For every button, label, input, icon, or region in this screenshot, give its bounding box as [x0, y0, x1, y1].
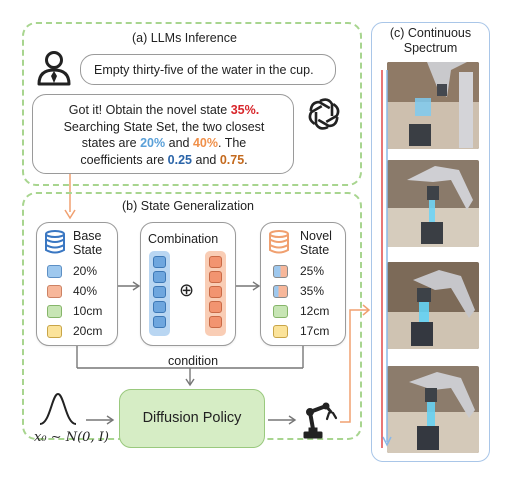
condition-connector — [76, 346, 304, 387]
novel-item: 17cm — [300, 324, 330, 338]
coefficient-a: 0.25 — [167, 152, 193, 167]
plus-operator: ⊕ — [179, 280, 195, 300]
robot-to-spectrum-arrow — [340, 304, 371, 423]
blue-vector-cell — [153, 286, 166, 298]
base-to-combination-arrow — [118, 281, 141, 291]
novel-chip-green — [273, 305, 288, 318]
llm-reply-text: Got it! Obtain the novel state 35%. Sear… — [63, 103, 265, 167]
database-icon — [269, 230, 289, 254]
base-item: 40% — [73, 284, 98, 298]
spectrum-arrow-blue — [382, 70, 392, 447]
llm-reply-bubble: Got it! Obtain the novel state 35%. Sear… — [32, 94, 294, 174]
novel-item: 35% — [300, 284, 325, 298]
gaussian-curve-icon — [39, 392, 77, 425]
state-b-percent: 40% — [192, 136, 218, 150]
combination-to-novel-arrow — [236, 281, 261, 291]
panel-c-title: (c) Continuous Spectrum — [389, 26, 472, 55]
condition-label: condition — [168, 354, 219, 368]
diffusion-policy-block — [119, 389, 265, 448]
base-chip-blue — [47, 265, 62, 278]
blue-vector-cell — [153, 256, 166, 268]
openai-logo-icon — [308, 98, 340, 130]
orange-vector-cell — [209, 256, 222, 268]
novel-chip-mixed — [273, 285, 288, 298]
blue-vector-cell — [153, 316, 166, 328]
panel-b-title: (b) State Generalization — [122, 199, 255, 213]
diffusion-to-robot-arrow — [268, 415, 297, 425]
panel-llm-inference — [22, 22, 362, 186]
database-icon — [45, 230, 65, 254]
novel-state-title: Novel State — [300, 229, 332, 257]
blue-vector-cell — [153, 271, 166, 283]
novel-item: 12cm — [300, 304, 330, 318]
diffusion-policy-label: Diffusion Policy — [142, 410, 242, 426]
robot-photo-2 — [387, 160, 479, 247]
base-state-title: Base State — [73, 229, 103, 257]
base-chip-orange — [47, 285, 62, 298]
spectrum-arrow-red — [381, 70, 383, 448]
robot-photo-1 — [387, 62, 479, 149]
novel-chip-yellow — [273, 325, 288, 338]
panel-a-title: (a) LLMs Inference — [132, 31, 237, 45]
noise-formula: x₀ ∼ N(0, I) — [34, 430, 109, 445]
base-item: 10cm — [73, 304, 103, 318]
combination-title: Combination — [148, 232, 219, 246]
user-icon — [37, 51, 71, 86]
orange-vector-cell — [209, 271, 222, 283]
novel-item: 25% — [300, 264, 325, 278]
orange-vector-cell — [209, 301, 222, 313]
robot-photo-3 — [387, 262, 479, 349]
user-message-text: Empty thirty-five of the water in the cu… — [94, 63, 314, 77]
base-item: 20cm — [73, 324, 103, 338]
novel-chip-mixed — [273, 265, 288, 278]
orange-vector-cell — [209, 316, 222, 328]
base-chip-yellow — [47, 325, 62, 338]
user-message-bubble: Empty thirty-five of the water in the cu… — [80, 54, 336, 85]
robot-photo-4 — [387, 366, 479, 453]
orange-vector-cell — [209, 286, 222, 298]
novel-percent: 35%. — [230, 103, 260, 117]
base-item: 20% — [73, 264, 98, 278]
base-chip-green — [47, 305, 62, 318]
coefficient-b: 0.75 — [219, 152, 245, 167]
state-a-percent: 20% — [140, 136, 166, 150]
blue-vector-cell — [153, 301, 166, 313]
robot-arm-icon — [303, 402, 338, 439]
noise-to-diffusion-arrow — [86, 415, 115, 425]
panel-continuous-spectrum — [371, 22, 490, 462]
